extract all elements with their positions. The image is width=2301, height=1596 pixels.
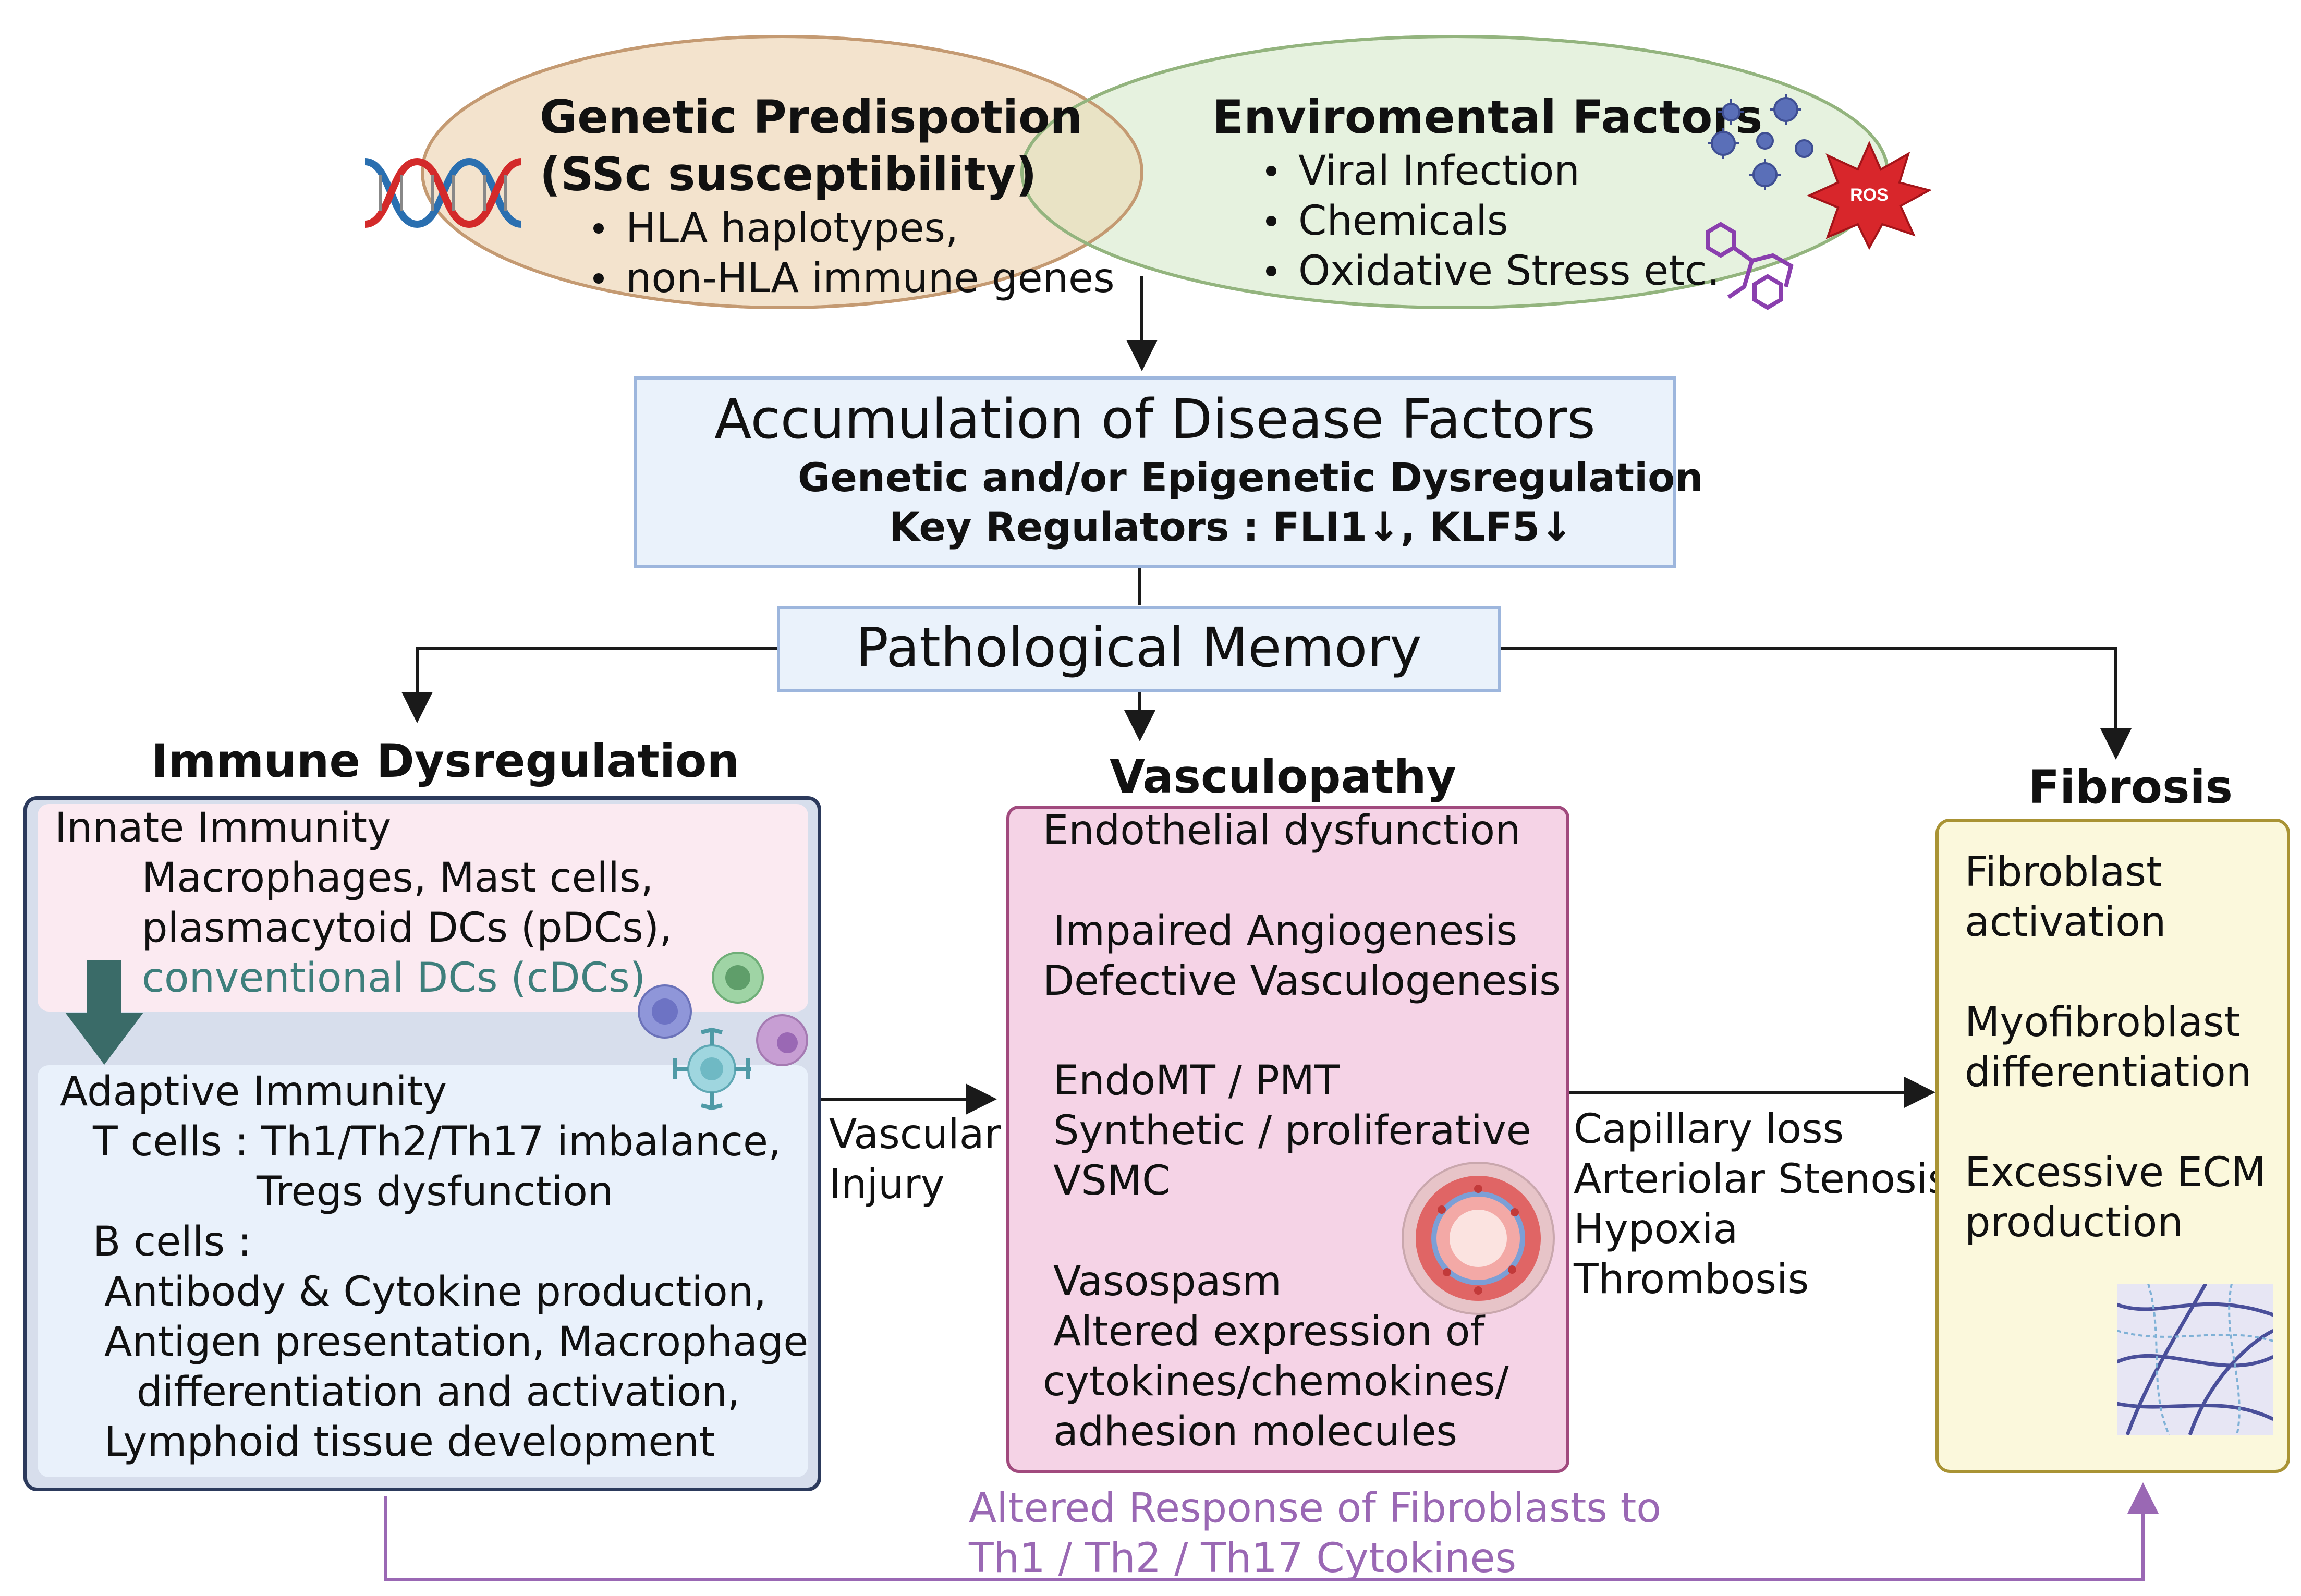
vasculopathy-line6: VSMC	[1053, 1158, 1171, 1204]
virus-icon	[1708, 94, 1813, 190]
consequence-arteriolar-stenosis: Arteriolar Stenosis	[1574, 1156, 1949, 1203]
ros-label: ROS	[1850, 185, 1889, 205]
vasculopathy-line9: cytokines/chemokines/	[1043, 1358, 1509, 1405]
list-item: Chemicals	[1251, 196, 1720, 246]
consequence-hypoxia: Hypoxia	[1574, 1206, 1738, 1253]
b-cells-line1: Antibody & Cytokine production,	[104, 1269, 766, 1315]
list-item: Oxidative Stress etc.	[1251, 246, 1720, 296]
dna-icon	[364, 157, 522, 228]
fibrosis-line5: Excessive ECM	[1965, 1149, 2266, 1196]
vasculopathy-line7: Vasospasm	[1053, 1258, 1282, 1305]
innate-line3: conventional DCs (cDCs)	[142, 955, 646, 1002]
vasculopathy-line5: Synthetic / proliferative	[1053, 1107, 1531, 1154]
vasculopathy-line3: Defective Vasculogenesis	[1043, 958, 1561, 1005]
b-cells-line4: Lymphoid tissue development	[104, 1419, 715, 1466]
b-cells-line2: Antigen presentation, Macrophage	[104, 1319, 809, 1366]
vasculopathy-title: Vasculopathy	[1110, 750, 1456, 803]
t-cells-line1: T cells : Th1/Th2/Th17 imbalance,	[93, 1118, 781, 1165]
accumulation-box	[634, 376, 1676, 568]
fibrosis-line6: production	[1965, 1199, 2183, 1246]
fibrosis-title: Fibrosis	[2028, 760, 2233, 814]
vasculopathy-line2: Impaired Angiogenesis	[1053, 908, 1518, 955]
vascular-injury-line2: Injury	[829, 1161, 945, 1208]
immune-title: Immune Dysregulation	[151, 734, 740, 788]
pathological-memory-box	[777, 606, 1501, 692]
b-cells-title: B cells :	[93, 1219, 252, 1265]
b-cells-line3: differentiation and activation,	[137, 1369, 740, 1416]
genetic-title-line2: (SSc susceptibility)	[540, 148, 1037, 201]
accumulation-title: Accumulation of Disease Factors	[714, 387, 1596, 451]
pathological-memory-title: Pathological Memory	[856, 616, 1422, 679]
t-cells-line2: Tregs dysfunction	[257, 1168, 614, 1215]
immune-cell-icon	[638, 952, 808, 1111]
vasculopathy-box	[1006, 806, 1569, 1473]
consequence-thrombosis: Thrombosis	[1574, 1256, 1809, 1303]
innate-line2: plasmacytoid DCs (pDCs),	[142, 905, 673, 952]
accumulation-line2: Genetic and/or Epigenetic Dysregulation	[798, 454, 1703, 501]
list-item: non-HLA immune genes	[579, 253, 1115, 303]
innate-panel	[38, 804, 808, 1012]
adaptive-title: Adaptive Immunity	[60, 1068, 447, 1115]
fibrosis-line2: activation	[1965, 899, 2166, 946]
blood-vessel-icon	[1402, 1162, 1555, 1315]
vasculopathy-line10: adhesion molecules	[1053, 1408, 1457, 1455]
arrow-memory-to-fibrosis	[1501, 647, 2132, 760]
environmental-title: Enviromental Factors	[1212, 90, 1763, 144]
arrow-immune-to-fibrosis-feedback	[384, 1482, 2159, 1581]
venn-factors	[421, 35, 1889, 309]
ros-burst-icon: ROS	[1807, 141, 1932, 250]
vasculopathy-line8: Altered expression of	[1053, 1308, 1484, 1355]
innate-title: Innate Immunity	[55, 805, 392, 851]
feedback-line2: Th1 / Th2 / Th17 Cytokines	[969, 1535, 1517, 1582]
down-arrow-icon	[65, 960, 143, 1065]
vascular-injury-line1: Vascular	[829, 1111, 1001, 1158]
list-item: HLA haplotypes,	[579, 203, 1115, 253]
ecm-fiber-icon	[2117, 1284, 2273, 1435]
accumulation-line3: Key Regulators : FLI1↓, KLF5↓	[889, 504, 1573, 550]
consequence-capillary-loss: Capillary loss	[1574, 1106, 1844, 1153]
arrow-memory-to-immune	[401, 647, 777, 723]
adaptive-panel	[38, 1065, 808, 1477]
vasculopathy-line1: Endothelial dysfunction	[1043, 807, 1521, 854]
fibrosis-line4: differentiation	[1965, 1049, 2252, 1096]
fibrosis-line3: Myofibroblast	[1965, 999, 2241, 1046]
innate-line1: Macrophages, Mast cells,	[142, 855, 654, 901]
vasculopathy-line4: EndoMT / PMT	[1053, 1057, 1340, 1104]
genetic-list: HLA haplotypes, non-HLA immune genes	[579, 203, 1115, 303]
fibrosis-line1: Fibroblast	[1965, 849, 2162, 896]
chemical-molecule-icon	[1706, 222, 1794, 310]
feedback-line1: Altered Response of Fibroblasts to	[969, 1485, 1662, 1532]
list-item: Viral Infection	[1251, 146, 1720, 196]
environmental-list: Viral Infection Chemicals Oxidative Stre…	[1251, 146, 1720, 296]
genetic-title-line1: Genetic Predispotion	[540, 90, 1083, 144]
